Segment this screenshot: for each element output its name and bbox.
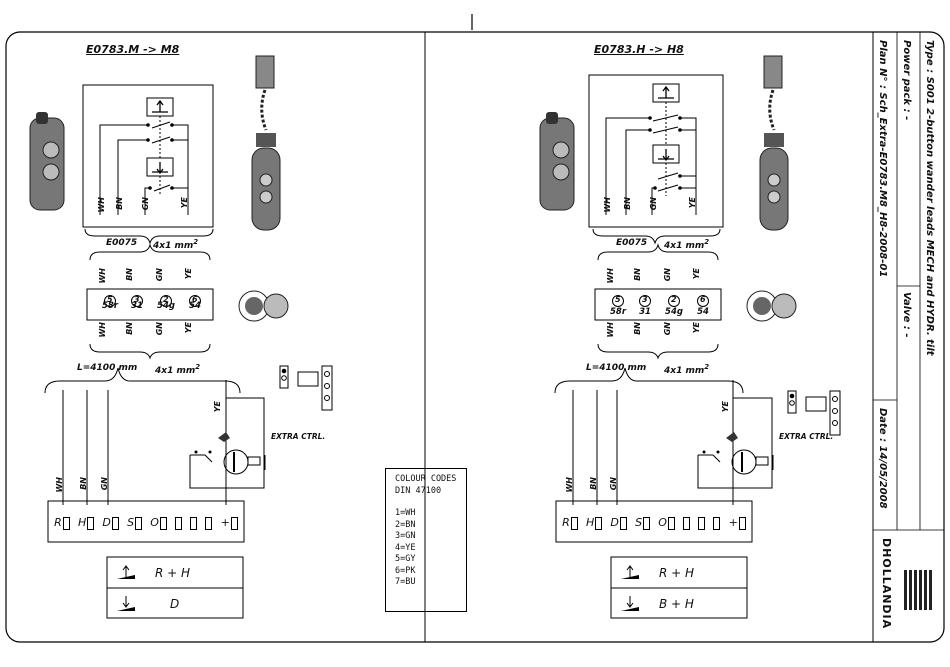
- right-cable-code: E0075: [616, 238, 648, 248]
- title-block-valve: Valve : -: [901, 292, 912, 338]
- right-cable-section: 4x1 mm2: [664, 238, 710, 251]
- left-cable-code: E0075: [106, 238, 138, 248]
- terminal: [205, 516, 213, 530]
- right-wire-wh: WH: [603, 197, 612, 213]
- right-conn-ye-bot: YE: [692, 322, 701, 334]
- right-conn-bn-top: BN: [633, 268, 642, 281]
- terminal: [713, 516, 721, 530]
- right-wire-bn: BN: [623, 197, 632, 210]
- right-function-2: B + H: [659, 597, 694, 611]
- right-function-1: R + H: [659, 566, 695, 580]
- right-pin-code-1: 58r: [609, 307, 627, 317]
- terminal: H: [78, 516, 95, 530]
- right-schematic: [539, 55, 841, 619]
- right-length: L=4100 mm: [586, 363, 647, 373]
- right-term-wire-bn: BN: [589, 477, 598, 490]
- right-conn-wh-top: WH: [606, 268, 615, 284]
- right-terminal-strip: R H D S O +: [558, 512, 750, 534]
- terminal: D: [610, 516, 627, 530]
- terminal: H: [586, 516, 603, 530]
- colour-codes-title: COLOUR CODES: [395, 474, 457, 484]
- left-pin-2: 331: [131, 301, 143, 311]
- colour-code-item: 3=GN: [395, 531, 416, 541]
- terminal: O: [658, 516, 675, 530]
- right-header: E0783.H -> H8: [594, 43, 684, 56]
- right-term-wire-wh: WH: [565, 477, 574, 493]
- left-extra-ctrl-label: EXTRA CTRL.: [271, 432, 326, 441]
- right-extra-ctrl-label: EXTRA CTRL.: [779, 432, 834, 441]
- terminal: +: [729, 516, 746, 530]
- colour-codes-standard: DIN 47100: [395, 485, 442, 496]
- left-cable-section: 4x1 mm2: [153, 238, 199, 251]
- colour-code-item: 1=WH: [395, 508, 416, 518]
- colour-code-item: 2=BN: [395, 519, 416, 530]
- company-logo: DHOLLANDIA: [880, 538, 893, 630]
- right-term-wire-gn: GN: [609, 477, 618, 491]
- right-section-2: 4x1 mm2: [664, 363, 710, 376]
- right-conn-gn-bot: GN: [663, 322, 672, 336]
- terminal: +: [221, 516, 238, 530]
- right-pin-code-2: 31: [639, 307, 651, 317]
- right-panel: E0783.H -> H8 WH BN GN YE E0075 4x1 mm2 …: [539, 43, 841, 619]
- right-wire-gn: GN: [649, 197, 658, 211]
- left-panel: E0783.M -> M8 WH BN GN YE E0075 4x1 mm2 …: [0, 0, 425, 667]
- left-schematic: [29, 55, 333, 619]
- terminal: D: [102, 516, 119, 530]
- terminal: [698, 516, 706, 530]
- title-block-plan: Plan N° : Sch_Extra-E0783.M8_H8-2008-01: [877, 40, 888, 278]
- colour-code-item: 4=YE: [395, 542, 416, 553]
- terminal: [175, 516, 183, 530]
- logo-graphic: [904, 570, 934, 610]
- left-pin-4: 654: [189, 301, 201, 311]
- terminal: S: [635, 516, 651, 530]
- right-pin-code-3: 54g: [665, 307, 683, 317]
- right-conn-gn-top: GN: [663, 268, 672, 282]
- left-section-2: 4x1 mm2: [155, 363, 201, 376]
- title-block-type: Type : S001 2-button wander leads MECH a…: [924, 40, 935, 356]
- colour-code-item: 7=BU: [395, 577, 416, 587]
- right-ye-label: YE: [721, 401, 730, 413]
- terminal: O: [150, 516, 167, 530]
- right-conn-wh-bot: WH: [606, 322, 615, 338]
- left-pin-3: 254g: [157, 301, 175, 311]
- left-function-1: R + H: [155, 566, 191, 580]
- colour-code-item: 6=PK: [395, 565, 416, 576]
- left-pin-1: 558r: [101, 301, 119, 311]
- colour-code-item: 5=GY: [395, 554, 416, 564]
- terminal: R: [54, 516, 70, 530]
- title-block-date: Date : 14/05/2008: [877, 408, 888, 509]
- terminal: R: [562, 516, 578, 530]
- left-length: L=4100 mm: [77, 363, 138, 373]
- left-function-2: D: [170, 597, 180, 611]
- terminal: S: [127, 516, 143, 530]
- right-conn-ye-top: YE: [692, 268, 701, 280]
- terminal: [683, 516, 691, 530]
- left-header: E0783.M -> M8: [86, 43, 180, 56]
- left-terminal-strip: R H D S O +: [50, 512, 242, 534]
- terminal: [190, 516, 198, 530]
- title-block-power-pack: Power pack : -: [901, 40, 912, 121]
- right-pin-code-4: 54: [697, 307, 709, 317]
- right-wire-ye: YE: [688, 197, 697, 209]
- colour-codes-legend: COLOUR CODES DIN 47100 1=WH 2=BN 3=GN 4=…: [385, 468, 467, 612]
- right-conn-bn-bot: BN: [633, 322, 642, 335]
